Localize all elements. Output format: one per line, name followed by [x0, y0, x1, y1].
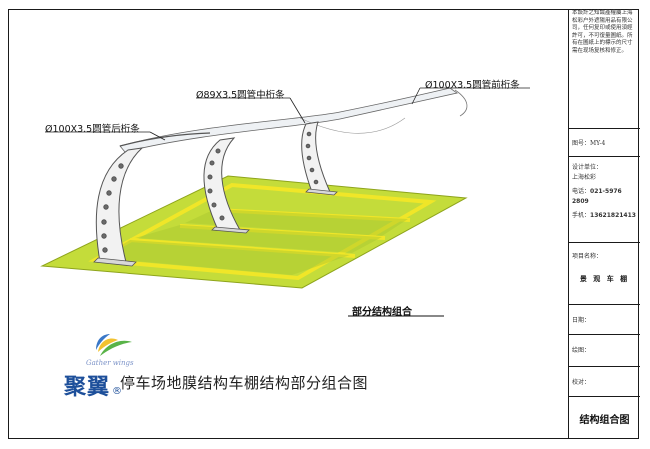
mobile-value: 13621821413 — [590, 212, 636, 219]
drawing-no-cell: 图号：MY-4 — [569, 129, 640, 157]
mobile-label: 手机： — [572, 212, 591, 219]
sheet-title: 结构组合图 — [579, 415, 630, 426]
main-title: 停车场地膜结构车棚结构部分组合图 — [120, 374, 369, 392]
phone-value: 021-5976 2809 — [572, 188, 622, 205]
arch-frame-front — [301, 121, 331, 193]
logo-chinese: 聚翼 — [64, 375, 111, 400]
designer-cell: 设计单位： 上海松彩 电话：021-5976 2809 手机：136218214… — [569, 157, 640, 243]
logo-english: Gather wings — [86, 359, 134, 367]
design-unit-value: 上海松彩 — [572, 174, 597, 181]
phone-label: 电话： — [572, 188, 591, 195]
project-cell: 项目名称： 景 观 车 棚 — [569, 243, 640, 305]
base-plates — [93, 188, 338, 267]
drawn-label: 绘图： — [572, 347, 591, 354]
parking-spots — [100, 209, 408, 275]
drawing-no-value: MY-4 — [590, 140, 606, 147]
project-label: 项目名称： — [572, 253, 603, 260]
annotation-front-pipe: Ø100X3.5圆管前桁条 — [425, 80, 520, 91]
sheet-title-cell: 结构组合图 — [569, 397, 640, 439]
title-block: 本設計之知識產權屬上海松彩户外遮陽用品有限公司，任何复印或使用須經許可，不可復量… — [568, 9, 640, 439]
leader-lines — [45, 87, 530, 141]
arch-frame-rear — [95, 147, 144, 263]
copyright-note: 本設計之知識產權屬上海松彩户外遮陽用品有限公司，任何复印或使用須經許可，不可復量… — [569, 9, 640, 129]
date-label: 日期： — [572, 317, 591, 324]
project-value: 景 观 车 棚 — [579, 275, 630, 283]
date-cell: 日期： — [569, 305, 640, 335]
annotation-mid-pipe: Ø89X3.5圆管中桁条 — [196, 90, 285, 101]
arch-frame-middle — [203, 137, 241, 231]
design-unit-label: 设计单位： — [572, 164, 603, 171]
logo-swoosh-icon — [96, 334, 132, 356]
check-cell: 校对： — [569, 367, 640, 397]
section-subtitle: 部分结构组合 — [352, 307, 412, 318]
drawing-frame — [8, 9, 639, 439]
registered-mark: ® — [112, 386, 122, 397]
check-label: 校对： — [572, 379, 591, 386]
annotation-rear-pipe: Ø100X3.5圆管后桁条 — [45, 124, 140, 135]
drawing-no-label: 图号： — [572, 140, 591, 147]
roof-structure — [119, 87, 468, 153]
drawn-cell: 绘图： — [569, 335, 640, 367]
